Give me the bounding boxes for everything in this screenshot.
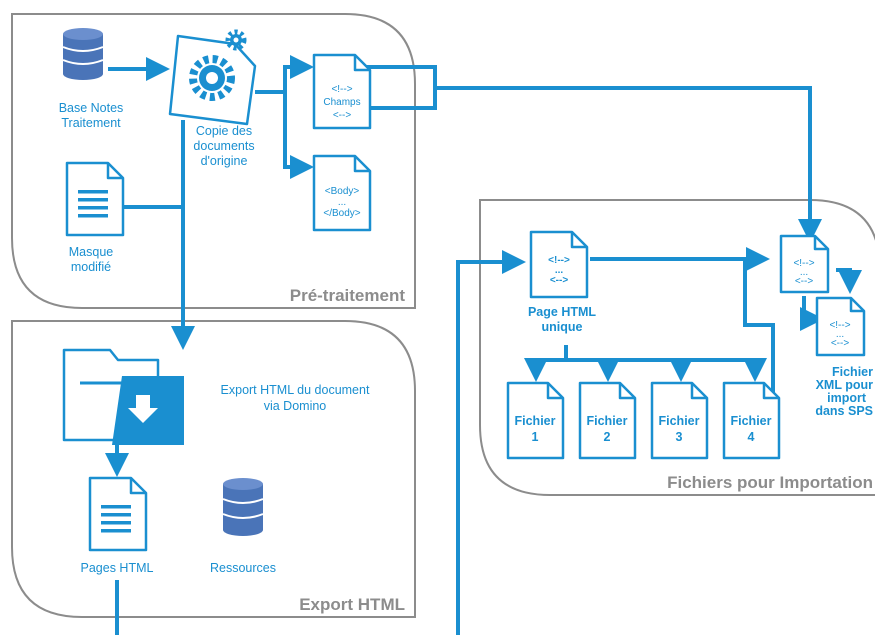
fichier-1-name: Fichier (515, 414, 556, 428)
champs-tag-close: <--> (333, 110, 352, 121)
ressources-label: Ressources (210, 561, 276, 575)
fichier-2-name: Fichier (587, 414, 628, 428)
fichier-xml-label-2: XML pour (816, 378, 874, 392)
copie-label-2: documents (193, 139, 254, 153)
xml-a-tag-dots: ... (800, 267, 808, 278)
page-unique-document-icon (529, 230, 589, 299)
masque-label-1: Masque (69, 245, 114, 259)
export-title: Export HTML (299, 595, 405, 614)
fichier-3-num: 3 (676, 430, 683, 444)
pretraitement-title: Pré-traitement (290, 286, 406, 305)
fichier-2-num: 2 (604, 430, 611, 444)
export-domino-label-2: via Domino (264, 399, 327, 413)
body-tag-open: <Body> (325, 186, 360, 197)
connectors (105, 55, 862, 635)
fichier-1-document-icon (506, 381, 565, 460)
fichier-4-name: Fichier (731, 414, 772, 428)
base-notes-label-2: Traitement (61, 116, 121, 130)
fichier-xml-label-4: dans SPS (815, 404, 873, 418)
ressources-database-icon (222, 478, 264, 536)
champs-tag-open: <!--> (331, 84, 352, 95)
base-notes-label-1: Base Notes (59, 101, 124, 115)
export-folder-icon (62, 348, 184, 445)
xml-document-b-icon (815, 296, 866, 357)
copie-label-1: Copie des (196, 124, 252, 138)
page-unique-label-1: Page HTML (528, 305, 596, 319)
import-title: Fichiers pour Importation (667, 473, 873, 492)
fichier-xml-label-3: import (827, 391, 867, 405)
import-frame (479, 199, 875, 496)
fichier-3-name: Fichier (659, 414, 700, 428)
xml-b-tag-open: <!--> (829, 320, 850, 331)
xml-a-tag-close: <--> (795, 276, 814, 287)
body-tag-close: </Body> (323, 208, 360, 219)
fichier-2-document-icon (578, 381, 637, 460)
fichier-3-document-icon (650, 381, 709, 460)
masque-document-icon (65, 161, 125, 237)
masque-label-2: modifié (71, 260, 111, 274)
xml-a-tag-open: <!--> (793, 258, 814, 269)
pretraitement-frame (11, 13, 416, 309)
page-unique-tag-dots: ... (555, 265, 564, 276)
copie-label-3: d'origine (201, 154, 248, 168)
page-unique-label-2: unique (542, 320, 583, 334)
fichier-1-num: 1 (532, 430, 539, 444)
xml-document-a-icon (779, 234, 830, 294)
base-notes-database-icon (62, 28, 104, 80)
champs-tag-name: Champs (323, 97, 360, 108)
fichier-4-document-icon (722, 381, 781, 460)
fichier-xml-label-1: Fichier (832, 365, 873, 379)
page-unique-tag-close: <--> (550, 275, 569, 286)
pages-html-document-icon (88, 476, 148, 552)
copie-gear-document-icon (168, 29, 257, 126)
fichier-4-num: 4 (748, 430, 755, 444)
body-tag-dots: ... (338, 197, 346, 208)
champs-document-icon (312, 53, 372, 130)
xml-b-tag-dots: ... (836, 329, 844, 340)
export-domino-label-1: Export HTML du document (221, 383, 370, 397)
pages-html-label: Pages HTML (81, 561, 154, 575)
page-unique-tag-open: <!--> (548, 255, 570, 266)
body-document-icon (312, 154, 372, 232)
export-frame (11, 320, 416, 618)
xml-b-tag-close: <--> (831, 338, 850, 349)
